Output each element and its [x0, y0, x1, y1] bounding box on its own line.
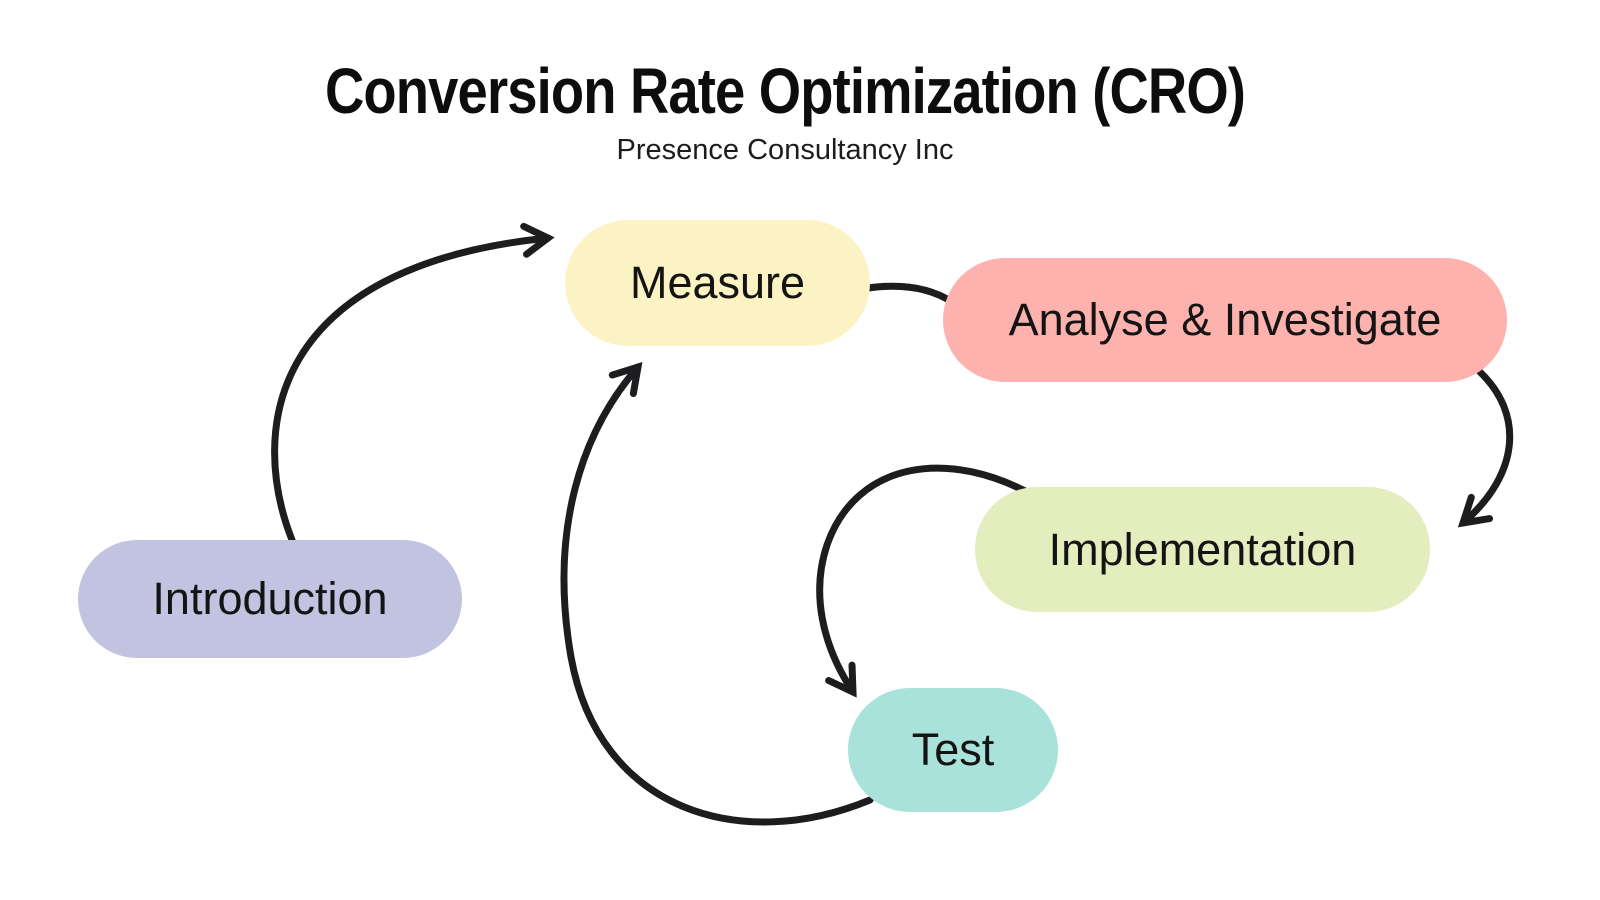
- node-measure-label: Measure: [629, 257, 806, 308]
- node-implementation: Implementation: [975, 487, 1430, 612]
- edge-measure-to-analyse: [864, 282, 956, 306]
- page-title: Conversion Rate Optimization (CRO): [324, 55, 1246, 127]
- edge-test-to-measure: [560, 361, 874, 826]
- node-measure: Measure: [565, 220, 870, 346]
- node-analyse-investigate: Analyse & Investigate: [943, 258, 1507, 382]
- edge-implementation-to-test: [816, 464, 1042, 698]
- header: Conversion Rate Optimization (CRO) Prese…: [0, 54, 1570, 167]
- page-subtitle: Presence Consultancy Inc: [616, 134, 954, 166]
- node-test: Test: [848, 688, 1058, 812]
- node-introduction-label: Introduction: [152, 573, 388, 624]
- node-introduction: Introduction: [78, 540, 462, 658]
- node-test-label: Test: [911, 724, 995, 775]
- node-implementation-label: Implementation: [1048, 523, 1357, 575]
- edge-introduction-to-measure: [271, 222, 555, 544]
- edge-analyse-to-implementation: [1457, 368, 1514, 528]
- node-analyse-investigate-label: Analyse & Investigate: [1008, 294, 1442, 345]
